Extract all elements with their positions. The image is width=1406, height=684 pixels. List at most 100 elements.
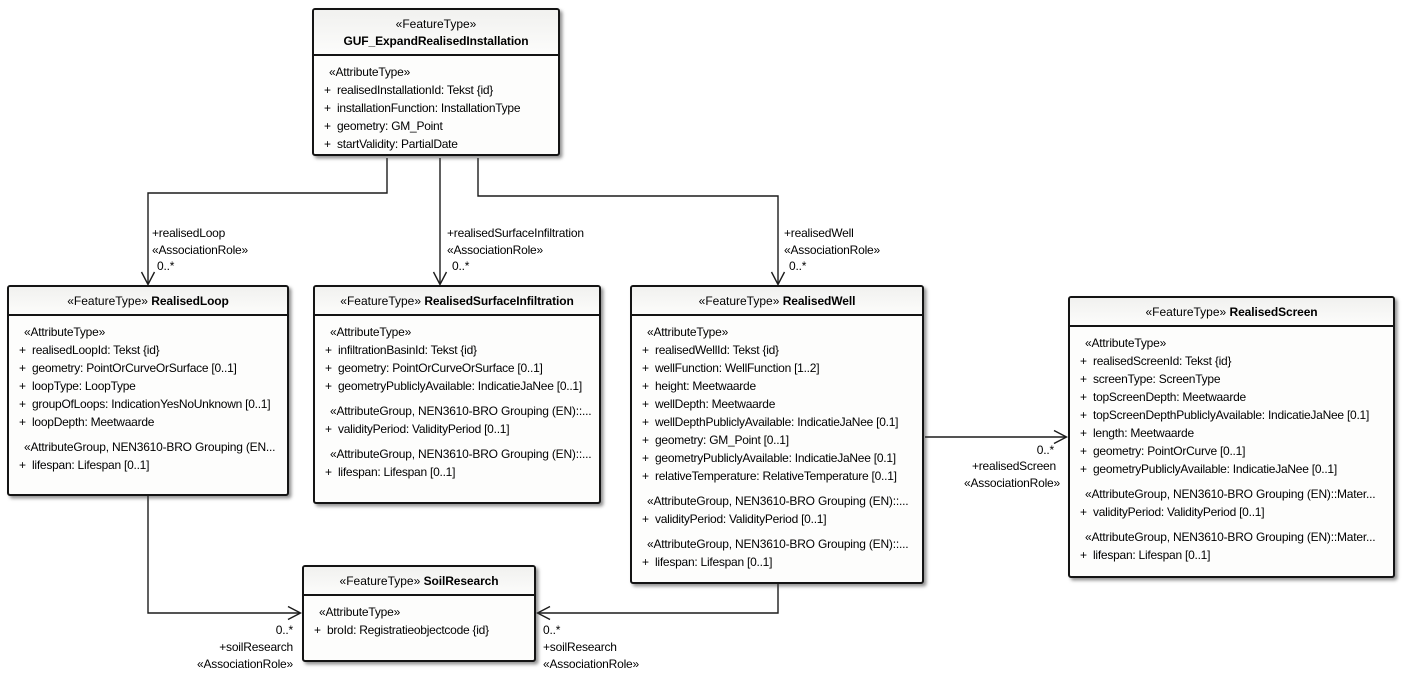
visibility-plus: + (19, 397, 27, 411)
class-name: SoilResearch (423, 574, 499, 588)
class-stereotype: «FeatureType» (698, 294, 780, 308)
attribute-row: +installationFunction: InstallationType (316, 99, 556, 117)
attribute-row: +geometry: GM_Point (316, 117, 556, 135)
class-name: RealisedLoop (151, 294, 229, 308)
attribute-row: +loopType: LoopType (11, 377, 285, 395)
attribute-row: +wellFunction: WellFunction [1..2] (634, 359, 920, 377)
association-realised-surface-infiltration-line[interactable] (432, 158, 448, 287)
assoc-stereotype-label: «AssociationRole» (784, 243, 880, 257)
visibility-plus: + (325, 379, 333, 393)
visibility-plus: + (1080, 372, 1088, 386)
class-name: RealisedSurfaceInfiltration (424, 294, 574, 308)
class-box-realisedwell[interactable]: «FeatureType» RealisedWell «AttributeTyp… (630, 285, 924, 584)
section-header: «AttributeGroup, NEN3610-BRO Grouping (E… (647, 494, 909, 508)
assoc-role-label: +realisedScreen (971, 459, 1056, 473)
class-stereotype: «FeatureType» (1145, 305, 1227, 319)
visibility-plus: + (1080, 408, 1088, 422)
assoc-stereotype-label: «AssociationRole» (152, 243, 248, 257)
attribute-row: +geometry: GM_Point [0..1] (634, 431, 920, 449)
attribute-row: +topScreenDepth: Meetwaarde (1072, 388, 1391, 406)
visibility-plus: + (642, 555, 650, 569)
attribute-compartment: «AttributeType» +broId: Registratieobjec… (304, 596, 534, 641)
class-box-realisedsurfaceinfiltration[interactable]: «FeatureType» RealisedSurfaceInfiltratio… (313, 285, 601, 504)
class-name: GUF_ExpandRealisedInstallation (343, 34, 529, 48)
association-realised-screen-line[interactable] (925, 429, 1069, 445)
association-soil-research-right-line[interactable] (535, 584, 779, 621)
attribute-row: +geometry: PointOrCurveOrSurface [0..1] (317, 359, 597, 377)
attribute-row: +validityPeriod: ValidityPeriod [0..1] (317, 420, 597, 438)
visibility-plus: + (1080, 548, 1088, 562)
attribute-row: +wellDepthPubliclyAvailable: IndicatieJa… (634, 413, 920, 431)
section-header: «AttributeType» (329, 65, 411, 79)
class-stereotype: «FeatureType» (395, 17, 477, 31)
assoc-stereotype-label: «AssociationRole» (447, 243, 543, 257)
visibility-plus: + (642, 361, 650, 375)
section-header: «AttributeType» (330, 325, 412, 339)
visibility-plus: + (324, 119, 332, 133)
class-stereotype: «FeatureType» (339, 574, 421, 588)
visibility-plus: + (19, 415, 27, 429)
attribute-compartment: «AttributeType» +realisedScreenId: Tekst… (1070, 327, 1393, 566)
attribute-row: +infiltrationBasinId: Tekst {id} (317, 341, 597, 359)
section-header: «AttributeGroup, NEN3610-BRO Grouping (E… (330, 447, 592, 461)
assoc-multiplicity-label: 0..* (452, 259, 470, 273)
attribute-row: +lifespan: Lifespan [0..1] (317, 463, 597, 481)
assoc-multiplicity-label: 0..* (157, 259, 175, 273)
attribute-row: +geometry: PointOrCurve [0..1] (1072, 442, 1391, 460)
assoc-role-label: +soilResearch (543, 640, 617, 654)
attribute-row: +geometryPubliclyAvailable: IndicatieJaN… (317, 377, 597, 395)
attribute-row: +lifespan: Lifespan [0..1] (634, 553, 920, 571)
attribute-row: +screenType: ScreenType (1072, 370, 1391, 388)
class-box-realisedscreen[interactable]: «FeatureType» RealisedScreen «AttributeT… (1068, 296, 1395, 578)
class-name: RealisedWell (782, 294, 856, 308)
visibility-plus: + (324, 83, 332, 97)
attribute-compartment: «AttributeType» +infiltrationBasinId: Te… (315, 316, 599, 483)
visibility-plus: + (325, 422, 333, 436)
section-header: «AttributeType» (647, 325, 729, 339)
visibility-plus: + (19, 379, 27, 393)
visibility-plus: + (642, 469, 650, 483)
attribute-compartment: «AttributeType» +realisedWellId: Tekst {… (632, 316, 922, 573)
attribute-row: +groupOfLoops: IndicationYesNoUnknown [0… (11, 395, 285, 413)
class-box-soilresearch[interactable]: «FeatureType» SoilResearch «AttributeTyp… (302, 565, 536, 662)
attribute-row: +lifespan: Lifespan [0..1] (1072, 546, 1391, 564)
attribute-row: +startValidity: PartialDate (316, 135, 556, 153)
assoc-multiplicity-label: 0..* (1036, 443, 1054, 457)
assoc-multiplicity-label: 0..* (543, 623, 561, 637)
association-realised-well-line[interactable] (477, 158, 786, 287)
visibility-plus: + (1080, 444, 1088, 458)
visibility-plus: + (642, 415, 650, 429)
visibility-plus: + (1080, 426, 1088, 440)
attribute-row: +relativeTemperature: RelativeTemperatur… (634, 467, 920, 485)
section-header: «AttributeGroup, NEN3610-BRO Grouping (E… (330, 404, 592, 418)
section-header: «AttributeGroup, NEN3610-BRO Grouping (E… (647, 537, 909, 551)
section-header: «AttributeType» (319, 605, 401, 619)
class-box-realisedloop[interactable]: «FeatureType» RealisedLoop «AttributeTyp… (7, 285, 289, 496)
assoc-multiplicity-label: 0..* (275, 623, 293, 637)
attribute-row: +realisedInstallationId: Tekst {id} (316, 81, 556, 99)
class-header: «FeatureType» RealisedScreen (1070, 298, 1393, 327)
section-header: «AttributeType» (1085, 336, 1167, 350)
attribute-row: +realisedWellId: Tekst {id} (634, 341, 920, 359)
visibility-plus: + (1080, 354, 1088, 368)
class-header: «FeatureType» RealisedLoop (9, 287, 287, 316)
attribute-compartment: «AttributeType» +realisedInstallationId:… (314, 56, 558, 154)
section-header: «AttributeType» (24, 325, 106, 339)
assoc-stereotype-label: «AssociationRole» (964, 476, 1060, 490)
attribute-row: +realisedScreenId: Tekst {id} (1072, 352, 1391, 370)
assoc-role-label: +soilResearch (219, 640, 293, 654)
visibility-plus: + (642, 397, 650, 411)
class-box-guf-expandrealisedinstallation[interactable]: «FeatureType» GUF_ExpandRealisedInstalla… (312, 8, 560, 156)
association-realised-loop-line[interactable] (140, 158, 388, 287)
attribute-compartment: «AttributeType» +realisedLoopId: Tekst {… (9, 316, 287, 476)
attribute-row: +broId: Registratieobjectcode {id} (306, 621, 532, 639)
visibility-plus: + (642, 512, 650, 526)
assoc-role-label: +realisedWell (784, 226, 854, 240)
visibility-plus: + (19, 458, 27, 472)
visibility-plus: + (324, 137, 332, 151)
class-header: «FeatureType» RealisedWell (632, 287, 922, 316)
attribute-row: +lifespan: Lifespan [0..1] (11, 456, 285, 474)
association-soil-research-left-line[interactable] (147, 496, 303, 621)
visibility-plus: + (642, 433, 650, 447)
visibility-plus: + (325, 465, 333, 479)
